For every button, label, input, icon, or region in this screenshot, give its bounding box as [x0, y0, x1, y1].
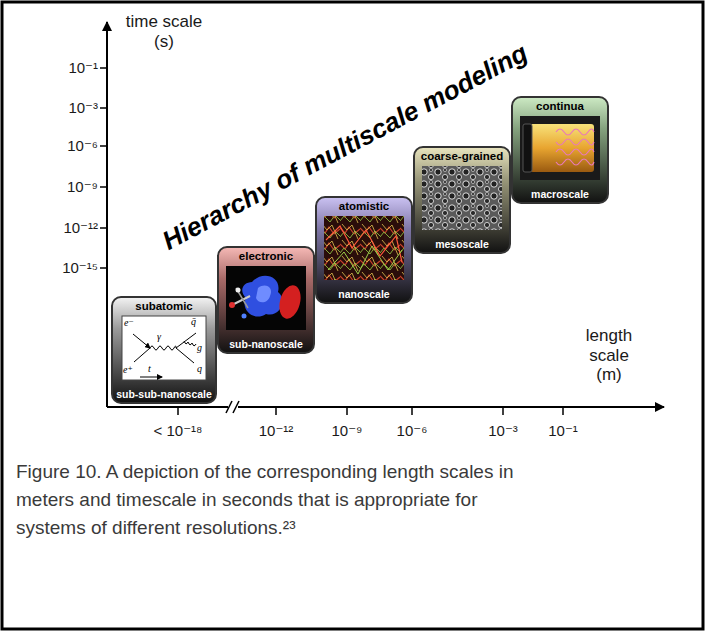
particle-label: e⁺ [123, 364, 133, 376]
tick-label: < 10⁻¹⁸ [154, 422, 203, 439]
scale-box: electronic sub-nanoscale [218, 247, 314, 353]
particle-label: q [197, 363, 202, 375]
tick-label: 10⁻¹ [548, 422, 578, 439]
scale-box: continua macroscale [512, 97, 608, 203]
tick-label: 10⁻¹ [68, 59, 98, 76]
scale-name: sub-nanoscale [220, 338, 312, 350]
tick-label: 10⁻¹² [259, 422, 294, 439]
tick-label: 10⁻¹² [63, 219, 98, 236]
tick-label: 10⁻⁹ [331, 422, 362, 439]
particle-label: γ [157, 331, 161, 343]
scale-heading: atomistic [318, 200, 410, 212]
axis-title: time scale (s) [122, 12, 206, 51]
scale-name: macroscale [514, 188, 606, 200]
tick-label: 10⁻⁹ [67, 178, 98, 195]
particle-label: q̄ [191, 316, 196, 328]
scale-name: nanoscale [318, 288, 410, 300]
scale-heading: continua [514, 100, 606, 112]
scale-box: coarse-grained mesoscale [414, 147, 510, 253]
scale-box: atomistic nanoscale [316, 197, 412, 303]
particle-label: e⁻ [124, 317, 134, 329]
particle-label: g [197, 342, 202, 354]
axis-title: length scale (m) [578, 326, 640, 385]
scale-name: sub-sub-nanoscale [114, 388, 214, 400]
tick-label: 10⁻⁶ [397, 422, 428, 439]
scale-heading: electronic [220, 250, 312, 262]
particle-label: t [148, 363, 151, 375]
figure-caption: Figure 10. A depiction of the correspond… [16, 458, 521, 542]
tick-label: 10⁻³ [488, 422, 518, 439]
scale-heading: coarse-grained [416, 150, 508, 162]
tick-label: 10⁻³ [68, 99, 98, 116]
tick-label: 10⁻⁶ [67, 137, 98, 154]
scale-heading: subatomic [114, 300, 214, 312]
scale-name: mesoscale [416, 238, 508, 250]
tick-label: 10⁻¹⁵ [62, 259, 98, 276]
